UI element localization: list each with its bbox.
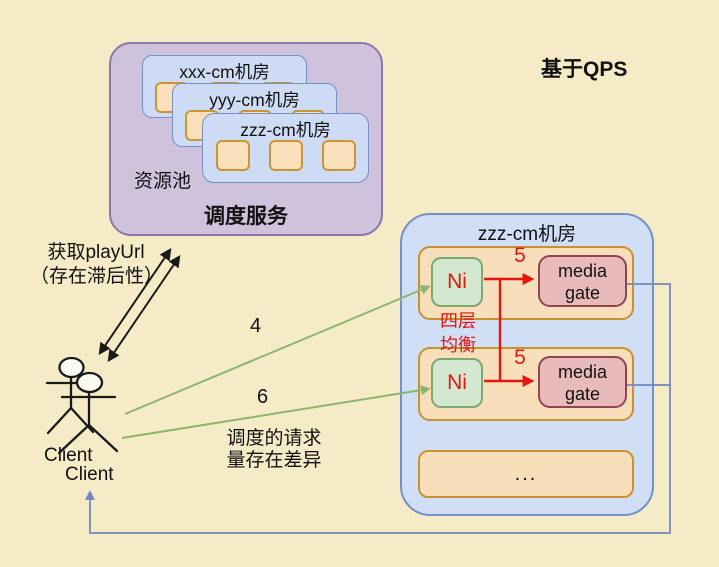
request-diff-line1: 调度的请求 [226, 428, 322, 449]
get-playurl-note: 获取playUrl （存在滞后性） [30, 241, 164, 289]
qps-value-1: 5 [514, 244, 526, 267]
client-figure-1 [45, 356, 99, 435]
get-playurl-line2: （存在滞后性） [30, 266, 164, 287]
ni-node-1: Ni [431, 257, 483, 307]
datacenter-title: zzz-cm机房 [477, 224, 577, 245]
media-gate-2: media gate [538, 356, 627, 408]
l4-balance-line1: 四层 [440, 311, 476, 331]
room-box-zzz: zzz-cm机房 [202, 113, 369, 183]
media-gate-1: media gate [538, 255, 627, 307]
qps-title: 基于QPS [541, 58, 628, 81]
arrow-4-label: 4 [250, 315, 262, 337]
server-slot-icon [269, 140, 303, 171]
room-label-yyy: yyy-cm机房 [209, 90, 300, 110]
l4-balance-line2: 均衡 [440, 335, 476, 355]
room-label-zzz: zzz-cm机房 [240, 120, 331, 140]
request-diff-line2: 量存在差异 [226, 450, 322, 471]
client-figure-2 [57, 371, 119, 455]
room-label-xxx: xxx-cm机房 [179, 62, 270, 82]
get-playurl-line1: 获取playUrl [47, 242, 145, 263]
client-label-2: Client [65, 464, 114, 485]
qps-value-2: 5 [514, 346, 526, 369]
l4-balance-label: 四层 均衡 [428, 309, 488, 357]
server-slot-icon [322, 140, 356, 171]
scheduler-title: 调度服务 [204, 205, 288, 228]
arrow-6-label: 6 [257, 386, 269, 408]
resource-pool-label: 资源池 [134, 171, 192, 192]
request-diff-note: 调度的请求 量存在差异 [216, 428, 332, 472]
more-nodes-box: ... [418, 450, 634, 498]
request-arrow-4 [124, 285, 431, 415]
server-slot-icon [216, 140, 250, 171]
ni-node-2: Ni [431, 358, 483, 408]
